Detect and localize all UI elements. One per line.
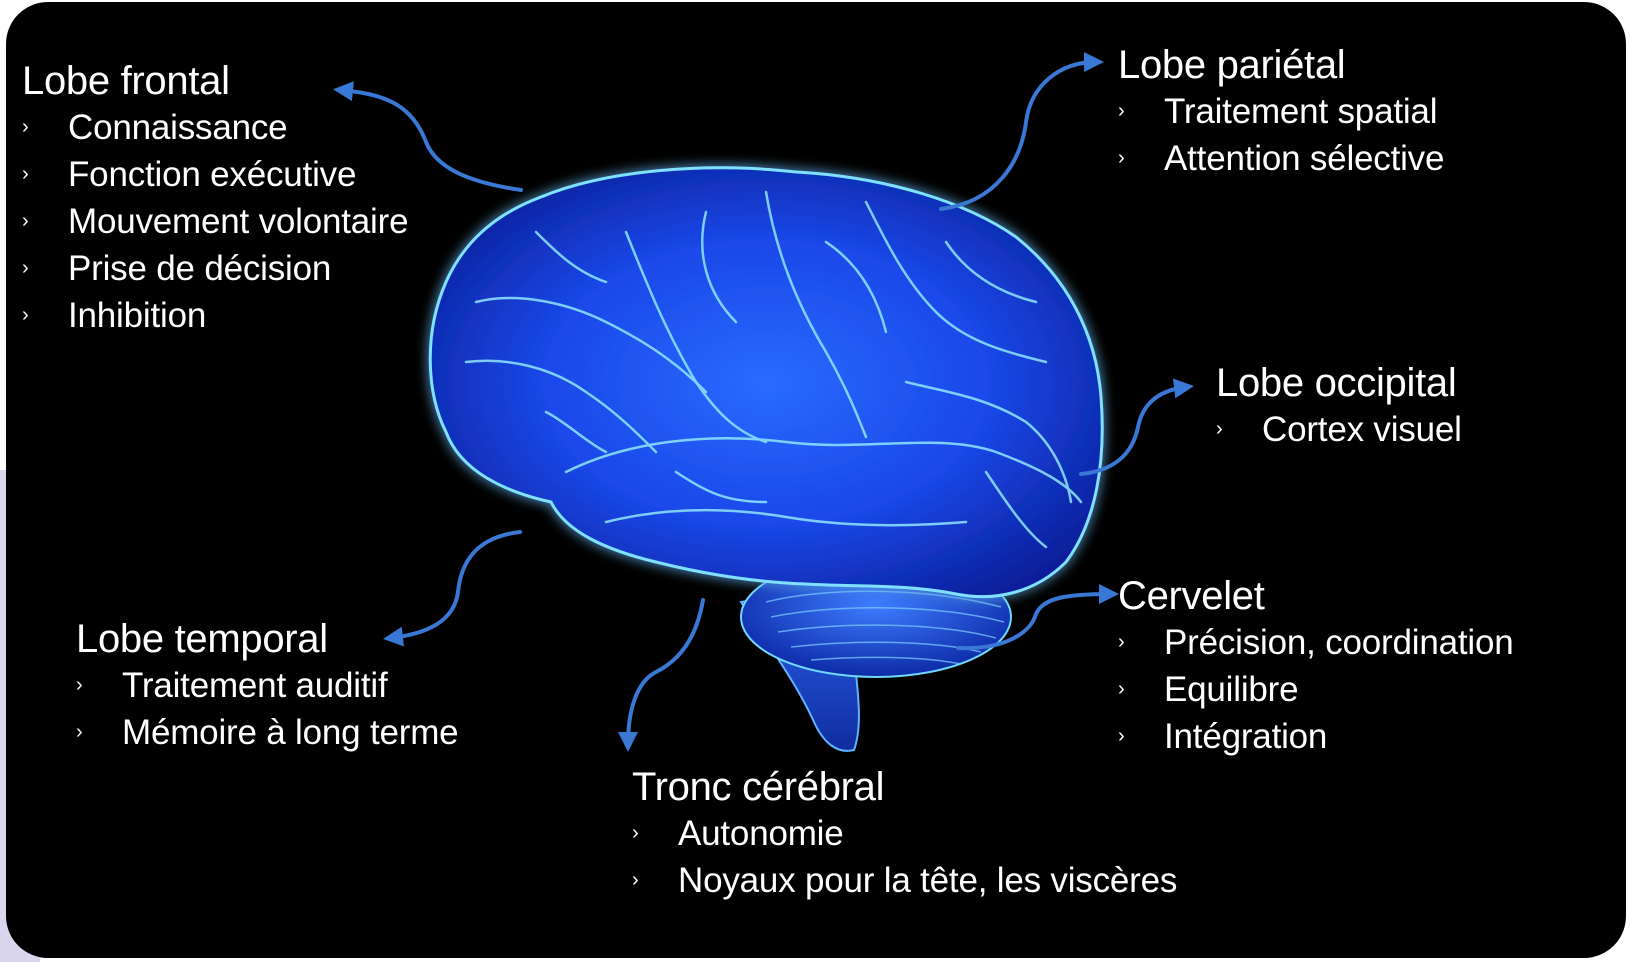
chevron-right-icon: › [76, 721, 83, 743]
lobe-frontal-title: Lobe frontal [22, 59, 230, 103]
chevron-right-icon: › [76, 674, 83, 696]
lobe-temporal-list: ›Traitement auditif ›Mémoire à long term… [76, 662, 459, 756]
list-item: ›Intégration [1118, 713, 1514, 760]
list-item: ›Prise de décision [22, 245, 408, 292]
chevron-right-icon: › [632, 822, 639, 844]
chevron-right-icon: › [22, 257, 29, 279]
list-item: ›Autonomie [632, 810, 1177, 857]
arrow-tronc [618, 598, 705, 752]
chevron-right-icon: › [22, 116, 29, 138]
cerebrum-shape [428, 166, 1104, 599]
lobe-tronc-title: Tronc cérébral [632, 765, 885, 809]
lobe-frontal: Lobe frontal ›Connaissance ›Fonction exé… [22, 58, 409, 339]
lobe-occipital: Lobe occipital ›Cortex visuel [1216, 360, 1462, 453]
cerebellum-folds [765, 590, 1005, 665]
chevron-right-icon: › [22, 163, 29, 185]
lobe-parietal: Lobe pariétal ›Traitement spatial ›Atten… [1118, 42, 1444, 182]
lobe-cervelet: Cervelet ›Précision, coordination ›Equil… [1118, 573, 1514, 760]
lobe-cervelet-list: ›Précision, coordination ›Equilibre ›Int… [1118, 619, 1514, 760]
list-item: ›Mouvement volontaire [22, 198, 409, 245]
brain-diagram-panel: Lobe frontal ›Connaissance ›Fonction exé… [6, 2, 1626, 958]
chevron-right-icon: › [22, 304, 29, 326]
list-item: ›Traitement spatial [1118, 88, 1444, 135]
arrow-occipital [1079, 378, 1194, 476]
lobe-occipital-title: Lobe occipital [1216, 361, 1457, 405]
list-item: ›Précision, coordination [1118, 619, 1514, 666]
arrow-parietal [939, 52, 1104, 211]
lobe-parietal-title: Lobe pariétal [1118, 43, 1346, 87]
arrow-frontal [333, 81, 523, 192]
lobe-parietal-list: ›Traitement spatial ›Attention sélective [1118, 88, 1444, 182]
lobe-frontal-list: ›Connaissance ›Fonction exécutive ›Mouve… [22, 104, 409, 339]
chevron-right-icon: › [22, 210, 29, 232]
list-item: ›Noyaux pour la tête, les viscères [632, 857, 1177, 904]
lobe-tronc-list: ›Autonomie ›Noyaux pour la tête, les vis… [632, 810, 1177, 904]
list-item: ›Mémoire à long terme [76, 709, 459, 756]
chevron-right-icon: › [1118, 678, 1125, 700]
list-item: ›Traitement auditif [76, 662, 458, 709]
lobe-occipital-list: ›Cortex visuel [1216, 406, 1462, 453]
chevron-right-icon: › [1118, 631, 1125, 653]
list-item: ›Inhibition [22, 292, 408, 339]
list-item: ›Fonction exécutive [22, 151, 408, 198]
arrow-cervelet [956, 584, 1119, 651]
brain-illustration [333, 52, 1194, 752]
list-item: ›Attention sélective [1118, 135, 1444, 182]
chevron-right-icon: › [632, 869, 639, 891]
list-item: ›Cortex visuel [1216, 406, 1462, 453]
chevron-right-icon: › [1216, 418, 1223, 440]
cerebrum-gyri [464, 190, 1083, 549]
list-item: ›Equilibre [1118, 666, 1514, 713]
chevron-right-icon: › [1118, 725, 1125, 747]
lobe-tronc-cerebral: Tronc cérébral ›Autonomie ›Noyaux pour l… [632, 764, 1177, 904]
list-item: ›Connaissance [22, 104, 408, 151]
lobe-cervelet-title: Cervelet [1118, 574, 1265, 618]
arrows [333, 52, 1194, 752]
chevron-right-icon: › [1118, 100, 1125, 122]
lobe-temporal: Lobe temporal ›Traitement auditif ›Mémoi… [76, 616, 459, 756]
chevron-right-icon: › [1118, 147, 1125, 169]
lobe-temporal-title: Lobe temporal [76, 617, 328, 661]
arrow-temporal [383, 530, 522, 647]
